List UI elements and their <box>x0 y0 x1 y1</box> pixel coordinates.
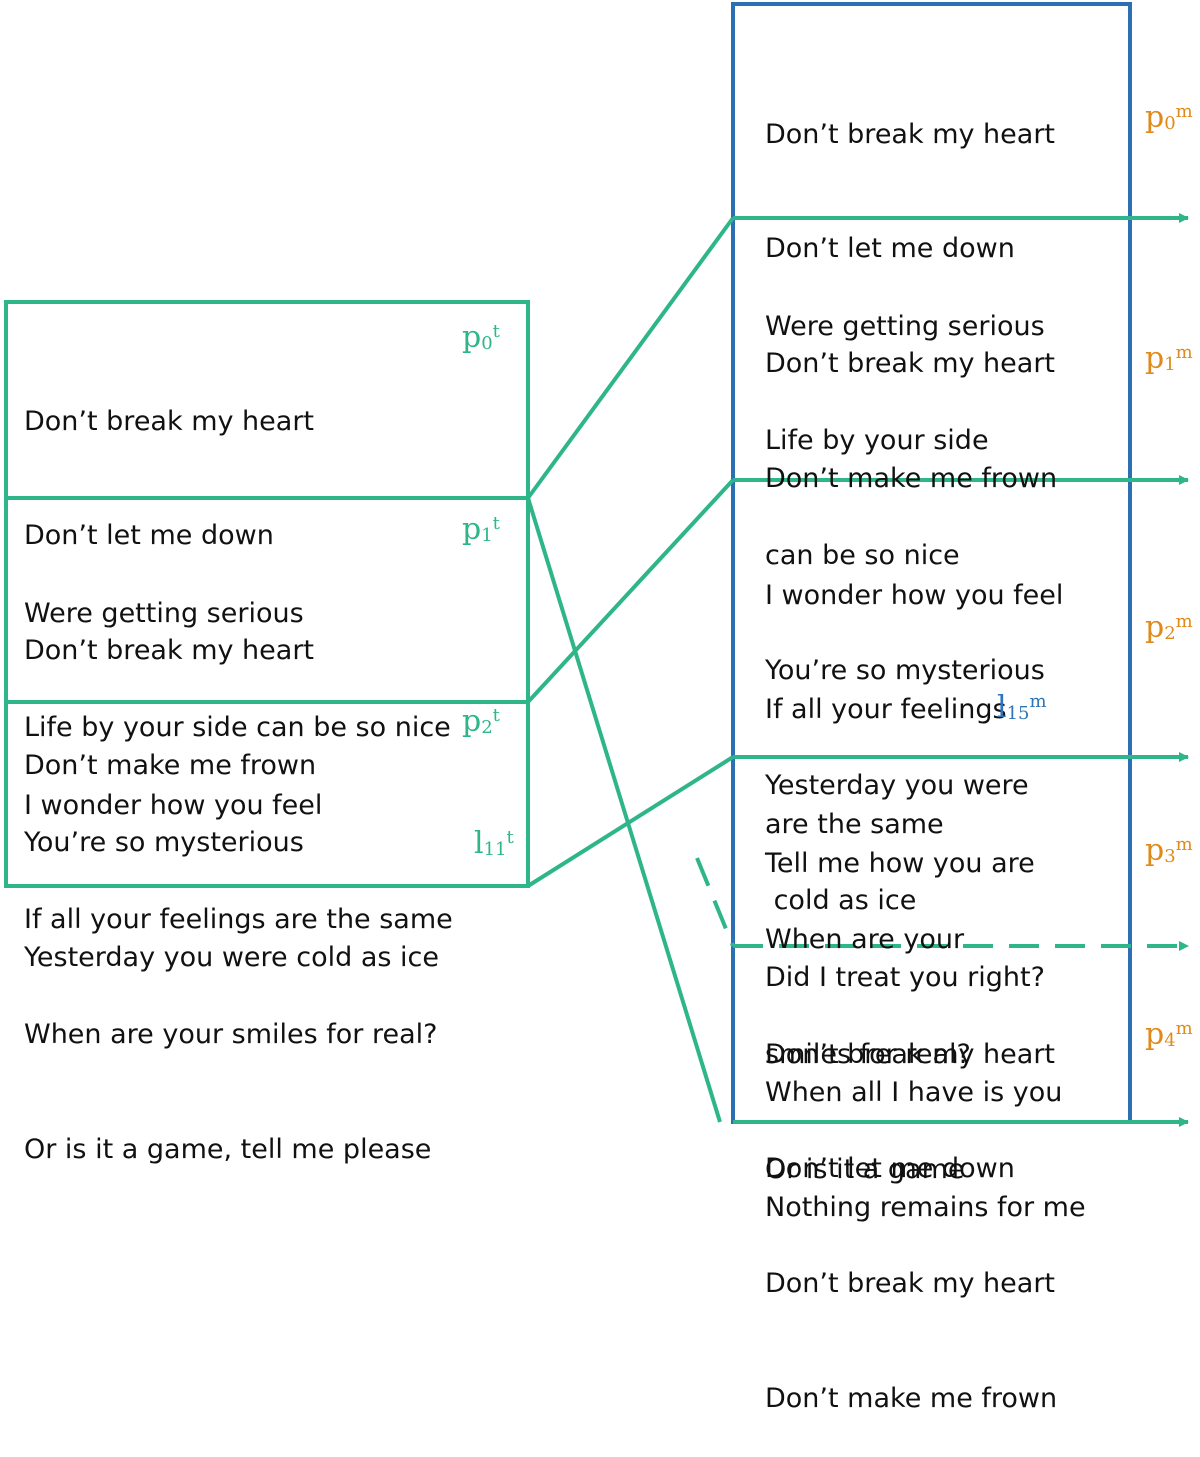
lyrics-line: Don’t break my heart <box>24 405 315 437</box>
lyrics-line: When are your smiles for real? <box>24 1019 438 1051</box>
lyrics-line: You’re so mysterious <box>24 827 304 859</box>
lyrics-paragraph-1: Were getting serious Life by your side c… <box>24 518 451 1016</box>
lyrics-line: Or is it a game, tell me please <box>24 1134 432 1166</box>
music-line: are the same <box>765 809 944 841</box>
music-line: can be so nice <box>765 540 960 572</box>
music-line: Life by your side <box>765 425 989 457</box>
music-paragraph-0: Don’t break my heart Don’t let me down D… <box>765 39 1057 537</box>
lyrics-paragraph-2: I wonder how you feel If all your feelin… <box>24 710 453 1208</box>
music-paragraph-1: Were getting serious Life by your side c… <box>765 231 1045 959</box>
connector-p0p1-to-boundary-5 <box>526 497 722 1123</box>
music-line: smiles for real? <box>765 1039 971 1071</box>
music-line: Don’t make me frown <box>765 463 1058 495</box>
lyrics-box <box>4 300 530 888</box>
lyrics-line: Were getting serious <box>24 597 304 629</box>
music-line: Don’t let me down <box>765 1153 1015 1185</box>
connector-l11-to-boundary-3 <box>526 755 735 888</box>
lyrics-line: If all your feelings are the same <box>24 904 453 936</box>
lyrics-line: Life by your side can be so nice <box>24 712 451 744</box>
music-line: If all your feelings <box>765 694 1007 726</box>
music-line-tag: l15m <box>997 690 1047 725</box>
lyrics-line: Don’t break my heart <box>24 635 315 667</box>
music-paragraph-4: Don’t break my heart Don’t let me down D… <box>765 959 1057 1457</box>
music-line: Yesterday you were <box>765 770 1029 802</box>
lyrics-line: I wonder how you feel <box>24 789 323 821</box>
lyrics-paragraph-0-label: p0t <box>462 320 500 355</box>
music-paragraph-1-label: p1m <box>1145 341 1193 376</box>
lyrics-paragraph-0: Don’t break my heart Don’t let me down D… <box>24 326 316 824</box>
music-line: When all I have is you <box>765 1077 1063 1109</box>
lyrics-line: Don’t let me down <box>24 520 274 552</box>
music-line: Don’t let me down <box>765 233 1015 265</box>
music-line: When are your <box>765 924 965 956</box>
music-paragraph-0-label: p0m <box>1145 100 1193 135</box>
lyrics-line: Don’t make me frown <box>24 750 317 782</box>
music-line: Don’t make me frown <box>765 1383 1058 1415</box>
music-line: You’re so mysterious <box>765 655 1045 687</box>
music-line: cold as ice <box>765 885 917 917</box>
music-line: Did I treat you right? <box>765 962 1045 994</box>
alignment-diagram <box>4 2 1189 1127</box>
music-paragraph-2-label: p2m <box>1145 610 1193 645</box>
music-paragraph-3-label: p3m <box>1145 833 1193 868</box>
connector-p1p2-to-boundary-2 <box>526 478 735 704</box>
music-line: Don’t break my heart <box>765 1268 1056 1300</box>
lyrics-line-tag: l11t <box>474 826 514 861</box>
lyrics-paragraph-1-label: p1t <box>462 512 500 547</box>
lyrics-paragraph-2-label: p2t <box>462 704 500 739</box>
music-line: Don’t break my heart <box>765 348 1056 380</box>
music-line: I wonder how you feel <box>765 579 1064 611</box>
music-paragraph-4-label: p4m <box>1145 1017 1193 1052</box>
connector-p0p1-to-boundary-1 <box>526 216 735 500</box>
connector-dashed-to-boundary-4 <box>695 857 735 947</box>
music-line: Were getting serious <box>765 310 1045 342</box>
music-line: Don’t break my heart <box>765 118 1056 150</box>
music-line: Don’t break my heart <box>765 1038 1056 1070</box>
lyrics-line: Yesterday you were cold as ice <box>24 942 439 974</box>
music-line: Tell me how you are <box>765 847 1035 879</box>
